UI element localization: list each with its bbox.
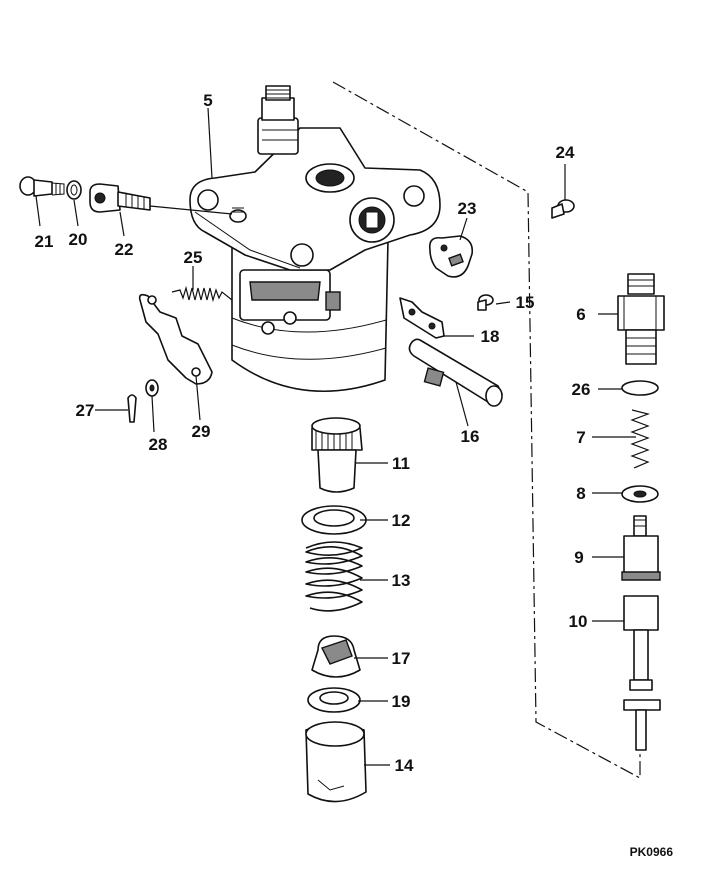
control-rack-16 [408, 338, 503, 407]
washer-20 [66, 180, 82, 200]
delivery-holder-6 [617, 273, 665, 365]
callout-27: 27 [76, 401, 95, 420]
figure-code: PK0966 [630, 845, 674, 859]
callout-16: 16 [461, 427, 480, 446]
callout-29: 29 [192, 422, 211, 441]
lever-bracket-29 [138, 293, 213, 385]
callout-22: 22 [115, 240, 134, 259]
callout-13: 13 [392, 571, 411, 590]
spring-seat-12 [301, 505, 367, 535]
callout-23: 23 [458, 199, 477, 218]
tappet-14 [305, 721, 367, 803]
shim-19 [307, 687, 361, 713]
callout-5: 5 [203, 91, 212, 110]
pin-27 [127, 394, 137, 423]
adjust-screw-21 [19, 176, 65, 197]
adjust-bolt-22 [89, 183, 233, 215]
callout-8: 8 [576, 484, 585, 503]
pump-body [189, 85, 441, 393]
callout-6: 6 [576, 305, 585, 324]
link-18 [399, 297, 445, 339]
screw-15 [477, 294, 494, 311]
spring-25 [171, 285, 233, 303]
callout-18: 18 [481, 327, 500, 346]
plunger-barrel-10 [623, 595, 661, 751]
callout-7: 7 [576, 428, 585, 447]
callout-14: 14 [395, 756, 414, 775]
callout-19: 19 [392, 692, 411, 711]
callout-12: 12 [392, 511, 411, 530]
callout-24: 24 [556, 143, 575, 162]
o-ring-26 [621, 380, 659, 396]
callout-11: 11 [392, 454, 410, 473]
callout-9: 9 [574, 548, 583, 567]
callout-17: 17 [392, 649, 411, 668]
callout-21: 21 [35, 232, 54, 251]
delivery-valve-9 [621, 515, 661, 581]
callout-26: 26 [572, 380, 591, 399]
callout-15: 15 [516, 293, 535, 312]
spring-seat-17 [311, 635, 361, 678]
assembly-frame-line [332, 81, 641, 780]
delivery-spring-7 [630, 409, 651, 469]
callout-10: 10 [569, 612, 588, 631]
callout-28: 28 [149, 435, 168, 454]
plate-23 [428, 235, 474, 278]
leader-lines [35, 107, 636, 766]
washer-28 [145, 379, 159, 397]
gasket-8 [621, 485, 659, 503]
callout-25: 25 [184, 248, 203, 267]
plunger-spring-13 [305, 541, 363, 612]
pinion-11 [311, 417, 363, 493]
callout-labels: 5 24 23 21 20 22 25 15 18 16 6 26 7 8 9 … [35, 91, 591, 775]
callout-20: 20 [69, 230, 88, 249]
screw-24 [551, 199, 575, 219]
